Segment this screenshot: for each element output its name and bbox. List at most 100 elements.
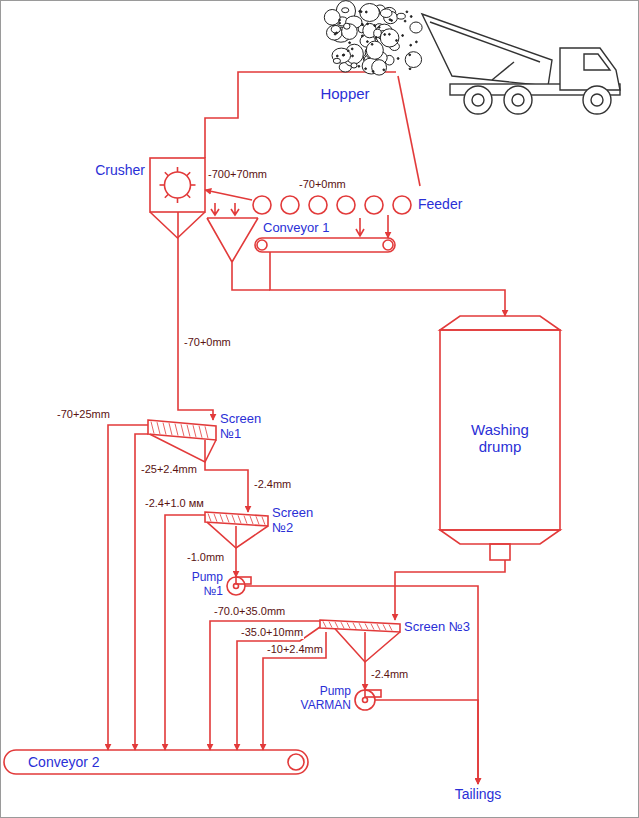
screen-mesh [383,624,386,630]
rock-grain [374,25,376,27]
rock-grain [365,11,367,13]
flow-line [210,621,320,750]
rock-grain [339,22,341,24]
rock [342,24,358,40]
belt-conveyor: Conveyor 2 [4,750,308,774]
rock-grain [416,41,418,43]
rock-grain [409,68,411,70]
rotor-tooth [177,198,179,203]
size-fraction: -1.0mm [186,551,225,564]
pump-impeller [363,698,368,703]
vibrating-screen: Screen №3 [320,620,400,632]
screen-mesh [187,425,190,437]
screen-mesh [220,514,223,522]
size-fraction: -70+0mm [183,336,232,349]
vibrating-screen-shape [148,420,216,440]
dump-truck [422,14,620,114]
rock-grain [383,69,385,71]
slurry-pump-shape [227,577,245,595]
unit-name: Screen №3 [404,620,470,635]
unit-name: Screen №1 [220,412,268,442]
size-fraction: -70+0mm [298,178,347,191]
screen-mesh [323,621,326,627]
fall-arrow [211,203,219,215]
screen-deck [148,420,216,440]
screen-mesh [181,424,184,436]
screen-hopper [150,434,216,462]
rock-grain [362,24,364,26]
unit-name: Feeder [418,196,462,212]
screen-mesh [335,622,338,628]
flow-line [387,215,389,238]
flow-line [205,190,252,200]
rotor-tooth [160,184,165,186]
belt-pulley [383,240,393,250]
chute-funnel [207,218,258,262]
drum-top [440,316,560,330]
slurry-pump: Pump VARMAN [355,690,375,710]
truck-wheel [464,86,492,114]
rock-grain [410,44,412,46]
unit-name: Hopper [320,85,369,102]
rock-grain [349,42,351,44]
screen-mesh [371,624,374,630]
rock-grain [352,55,354,57]
belt-conveyor: Conveyor 1 [255,238,395,252]
screen-mesh [226,515,229,523]
slurry-pump: Pump №1 [227,577,245,595]
rock-grain [336,55,338,57]
flow-line [235,526,237,577]
rock-grain [409,54,411,56]
drum-bottom [440,530,560,544]
unit-name: Washing drump [458,421,542,456]
rotor-tooth [165,194,169,198]
screen-mesh [244,516,247,524]
size-fraction: -2.4mm [370,668,409,681]
rotor-tooth [177,167,179,172]
chute-pipe [232,262,270,290]
crusher-housing [150,158,205,212]
rock [331,26,340,34]
rock-grain [378,26,380,28]
truck-wheel [583,86,611,114]
size-fraction: -2.4+1.0 мм [144,497,205,510]
screen-mesh [151,422,154,434]
feeder-roller [337,196,355,214]
conveyor-belt [255,238,395,252]
screen-mesh [199,426,202,438]
screen-mesh [353,623,356,629]
pump-impeller [234,584,239,589]
screen-mesh [341,622,344,628]
screen-mesh [157,422,160,434]
vibrating-screen: Screen №1 [148,420,216,440]
crusher-rotor [165,172,191,198]
rock [333,58,340,63]
crusher-unit: Crusher [150,158,205,212]
screen-mesh [389,625,392,631]
rock-grain [410,16,412,18]
screen-mesh [359,623,362,629]
screen-mesh [205,426,208,438]
screen-mesh [256,516,259,524]
rock [410,22,422,33]
rock-grain [389,33,391,35]
screen-mesh [262,517,265,525]
rock-grain [397,58,399,60]
rock-grain [361,35,363,37]
truck-ram [492,62,514,80]
flow-line [270,252,505,316]
unit-name: Crusher [95,162,145,178]
rotor-tooth [191,184,196,186]
rock [342,8,349,13]
unit-name: Conveyor 2 [28,754,100,770]
unit-name: Pump №1 [189,571,223,599]
hopper-wall [398,76,420,186]
rock-grain [406,11,408,13]
rock-grain [372,71,374,73]
rotor-tooth [187,172,191,176]
screen-deck [320,620,400,632]
belt-conveyor-shape [255,238,395,252]
size-fraction: -700+70mm [207,168,268,181]
slurry-pump-shape [355,690,375,710]
truck-bed [422,14,552,86]
